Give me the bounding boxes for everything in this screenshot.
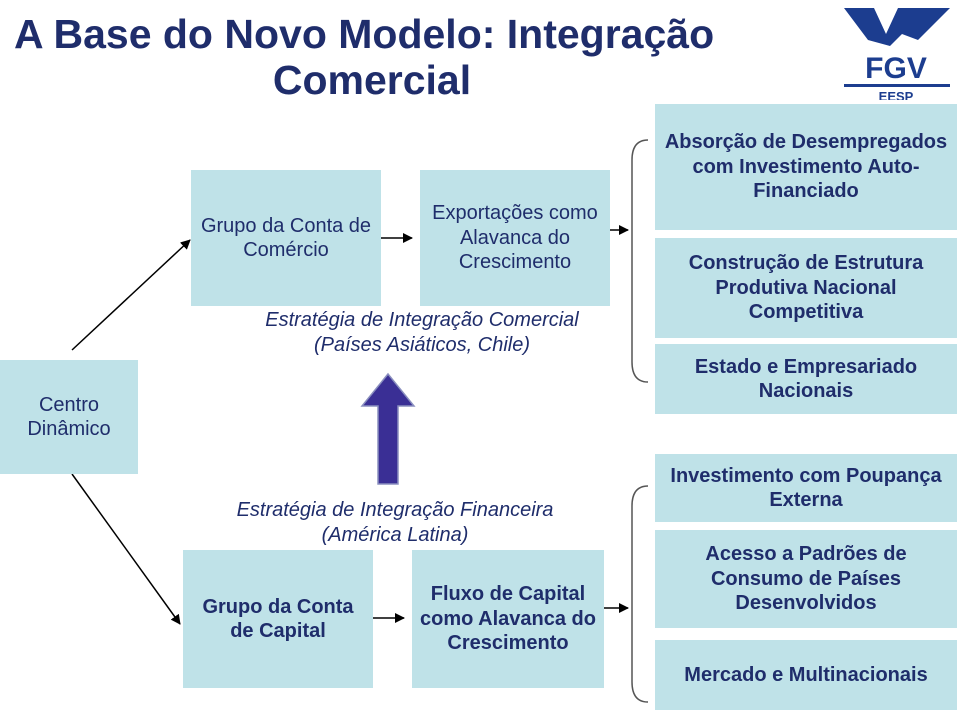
financial-strategy: Estratégia de Integração Financeira (Amé…: [180, 498, 610, 548]
trade-strategy-line-1: Estratégia de Integração Comercial: [265, 309, 579, 331]
title-line-1: A Base do Novo Modelo: Integração: [14, 11, 715, 57]
right-bottom-item-2-label: Acesso a Padrões de Consumo de Países De…: [705, 543, 907, 615]
top-bracket: [631, 139, 649, 383]
capital-account-box: Grupo da Conta de Capital: [183, 550, 373, 688]
center-label: Centro Dinâmico: [27, 393, 111, 440]
right-bottom-item-3-label: Mercado e Multinacionais: [684, 663, 928, 686]
title-line-2: Comercial: [272, 56, 472, 103]
financial-strategy-line-2: (América Latina): [321, 524, 469, 547]
right-top-item-3: Estado e Empresariado Nacionais: [655, 344, 957, 414]
logo-text: FGV: [865, 52, 927, 85]
capital-flow-box: Fluxo de Capital como Alavanca do Cresci…: [412, 550, 604, 688]
right-top-item-2: Construção de Estrutura Produtiva Nacion…: [655, 238, 957, 338]
logo-wing-icon: [844, 8, 950, 46]
exports-box: Exportações como Alavanca do Crescimento: [420, 170, 610, 306]
trade-strategy: Estratégia de Integração Comercial (País…: [212, 308, 632, 358]
right-bottom-item-1: Investimento com Poupança Externa: [655, 454, 957, 522]
logo-rule: [844, 84, 950, 87]
right-top-item-1-label: Absorção de Desempregados com Investimen…: [664, 131, 948, 203]
exports-label: Exportações como Alavanca do Crescimento: [432, 202, 598, 274]
right-bottom-item-1-label: Investimento com Poupança Externa: [670, 464, 942, 511]
right-top-item-1: Absorção de Desempregados com Investimen…: [655, 104, 957, 230]
capital-account-label: Grupo da Conta de Capital: [202, 595, 354, 642]
trade-strategy-line-2: (Países Asiáticos, Chile): [314, 334, 530, 357]
right-bottom-item-2: Acesso a Padrões de Consumo de Países De…: [655, 530, 957, 628]
center-to-capital-arrow: [71, 473, 181, 625]
logo-subtext: EESP: [879, 89, 914, 100]
trade-account-box: Grupo da Conta de Comércio: [191, 170, 381, 306]
center-to-trade-arrow: [71, 239, 191, 351]
right-top-item-3-label: Estado e Empresariado Nacionais: [694, 355, 918, 402]
up-arrow-icon: [360, 372, 416, 485]
center-box: Centro Dinâmico: [0, 360, 138, 474]
fgv-logo: FGV EESP: [844, 8, 950, 100]
right-bottom-item-3: Mercado e Multinacionais: [655, 640, 957, 710]
capital-flow-label: Fluxo de Capital como Alavanca do Cresci…: [420, 583, 596, 655]
bottom-bracket: [631, 485, 649, 703]
financial-strategy-line-1: Estratégia de Integração Financeira: [236, 499, 554, 521]
right-top-item-2-label: Construção de Estrutura Produtiva Nacion…: [688, 252, 924, 324]
page-title: A Base do Novo Modelo: Integração Comerc…: [14, 11, 840, 104]
trade-account-label: Grupo da Conta de Comércio: [200, 214, 372, 261]
